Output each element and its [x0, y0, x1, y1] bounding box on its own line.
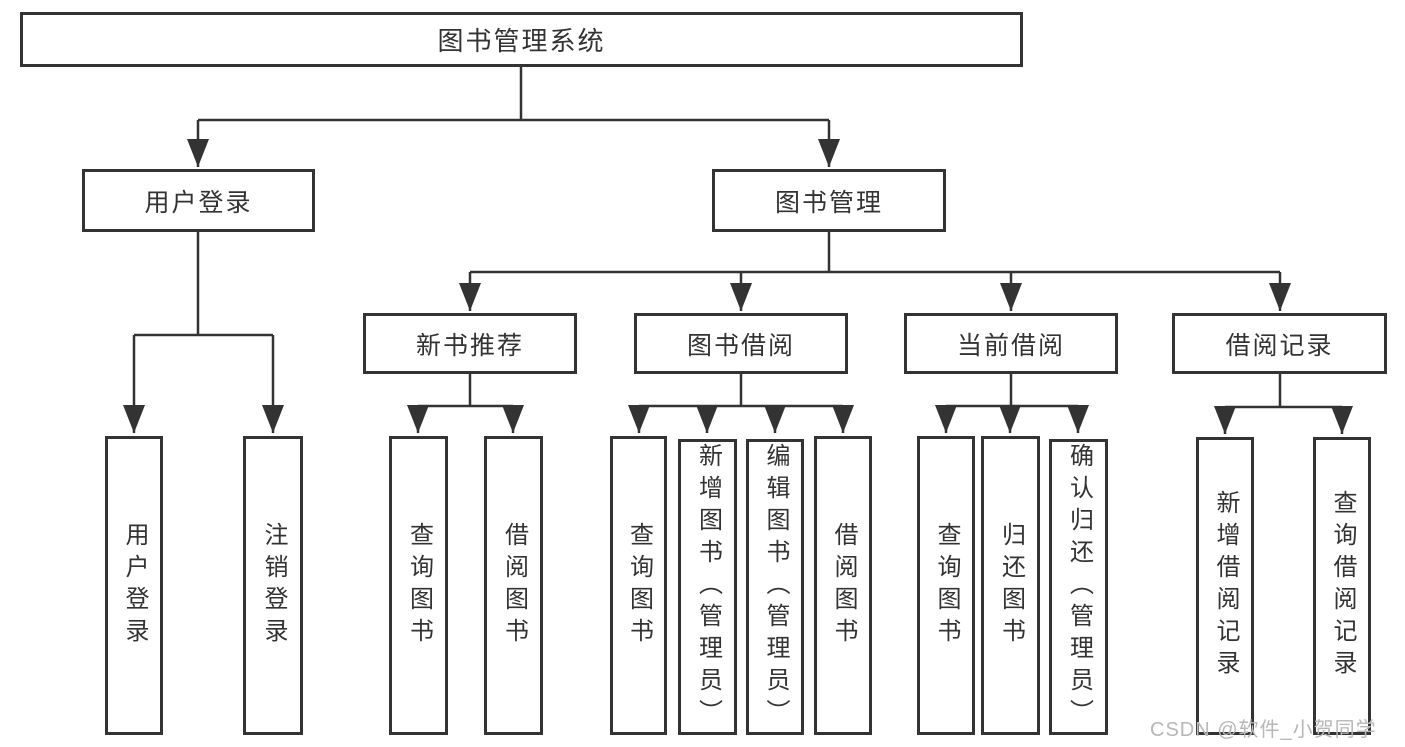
leaf-logout-login-label: 注销登录 [260, 521, 287, 650]
connector-new-book-rec-bus [418, 374, 513, 408]
leaf-add-book-admin: 新增图书（管理员） [678, 439, 737, 735]
connector-book-borrow-bus [639, 374, 843, 408]
leaf-query-book-borrow-label: 查询图书 [625, 521, 653, 650]
leaf-return-book: 归还图书 [981, 436, 1040, 735]
leaf-borrow-book-borrow: 借阅图书 [814, 436, 872, 735]
leaf-query-borrow-record: 查询借阅记录 [1313, 437, 1371, 735]
node-book-mgmt-label: 图书管理 [774, 188, 883, 217]
leaf-borrow-book-borrow-label: 借阅图书 [830, 521, 857, 650]
node-user-login: 用户登录 [82, 169, 315, 232]
node-borrow-record-label: 借阅记录 [1225, 331, 1334, 360]
leaf-query-book-current-label: 查询图书 [933, 521, 960, 650]
node-new-book-rec-label: 新书推荐 [415, 331, 524, 360]
leaf-user-login-label: 用户登录 [121, 521, 148, 650]
connector-current-borrow-bus [946, 374, 1078, 408]
csdn-watermark: CSDN @软件_小贺同学 [1150, 719, 1377, 741]
leaf-query-book-rec-label: 查询图书 [405, 521, 433, 650]
leaf-borrow-book-rec: 借阅图书 [484, 436, 543, 735]
leaf-edit-book-admin-label: 编辑图书（管理员） [762, 443, 789, 731]
leaf-borrow-book-rec-label: 借阅图书 [500, 521, 528, 650]
node-root-system: 图书管理系统 [20, 12, 1023, 67]
connector-borrow-record-bus [1225, 374, 1342, 409]
leaf-query-book-rec: 查询图书 [389, 436, 448, 735]
leaf-confirm-return-admin-label: 确认归还（管理员） [1065, 443, 1093, 731]
connector-book-mgmt-bus [470, 232, 1280, 274]
leaf-add-book-admin-label: 新增图书（管理员） [694, 443, 722, 731]
leaf-add-borrow-record: 新增借阅记录 [1196, 437, 1254, 735]
node-borrow-record: 借阅记录 [1172, 313, 1387, 374]
leaf-edit-book-admin: 编辑图书（管理员） [746, 439, 804, 735]
node-current-borrow-label: 当前借阅 [956, 331, 1065, 360]
node-book-mgmt: 图书管理 [712, 169, 946, 232]
leaf-query-book-current: 查询图书 [917, 436, 975, 735]
leaf-logout-login: 注销登录 [243, 436, 303, 735]
node-current-borrow: 当前借阅 [904, 313, 1118, 374]
node-root-system-label: 图书管理系统 [437, 26, 606, 56]
node-book-borrow: 图书借阅 [634, 313, 848, 374]
node-user-login-label: 用户登录 [144, 188, 253, 217]
leaf-user-login: 用户登录 [105, 436, 163, 735]
leaf-return-book-label: 归还图书 [997, 521, 1025, 650]
leaf-confirm-return-admin: 确认归还（管理员） [1049, 439, 1108, 735]
leaf-query-borrow-record-label: 查询借阅记录 [1329, 490, 1356, 682]
node-new-book-rec: 新书推荐 [363, 313, 577, 374]
leaf-add-borrow-record-label: 新增借阅记录 [1212, 490, 1239, 682]
node-book-borrow-label: 图书借阅 [686, 331, 795, 360]
connector-root-bus [198, 67, 829, 122]
connector-user-login-bus [134, 232, 273, 337]
leaf-query-book-borrow: 查询图书 [610, 436, 667, 735]
